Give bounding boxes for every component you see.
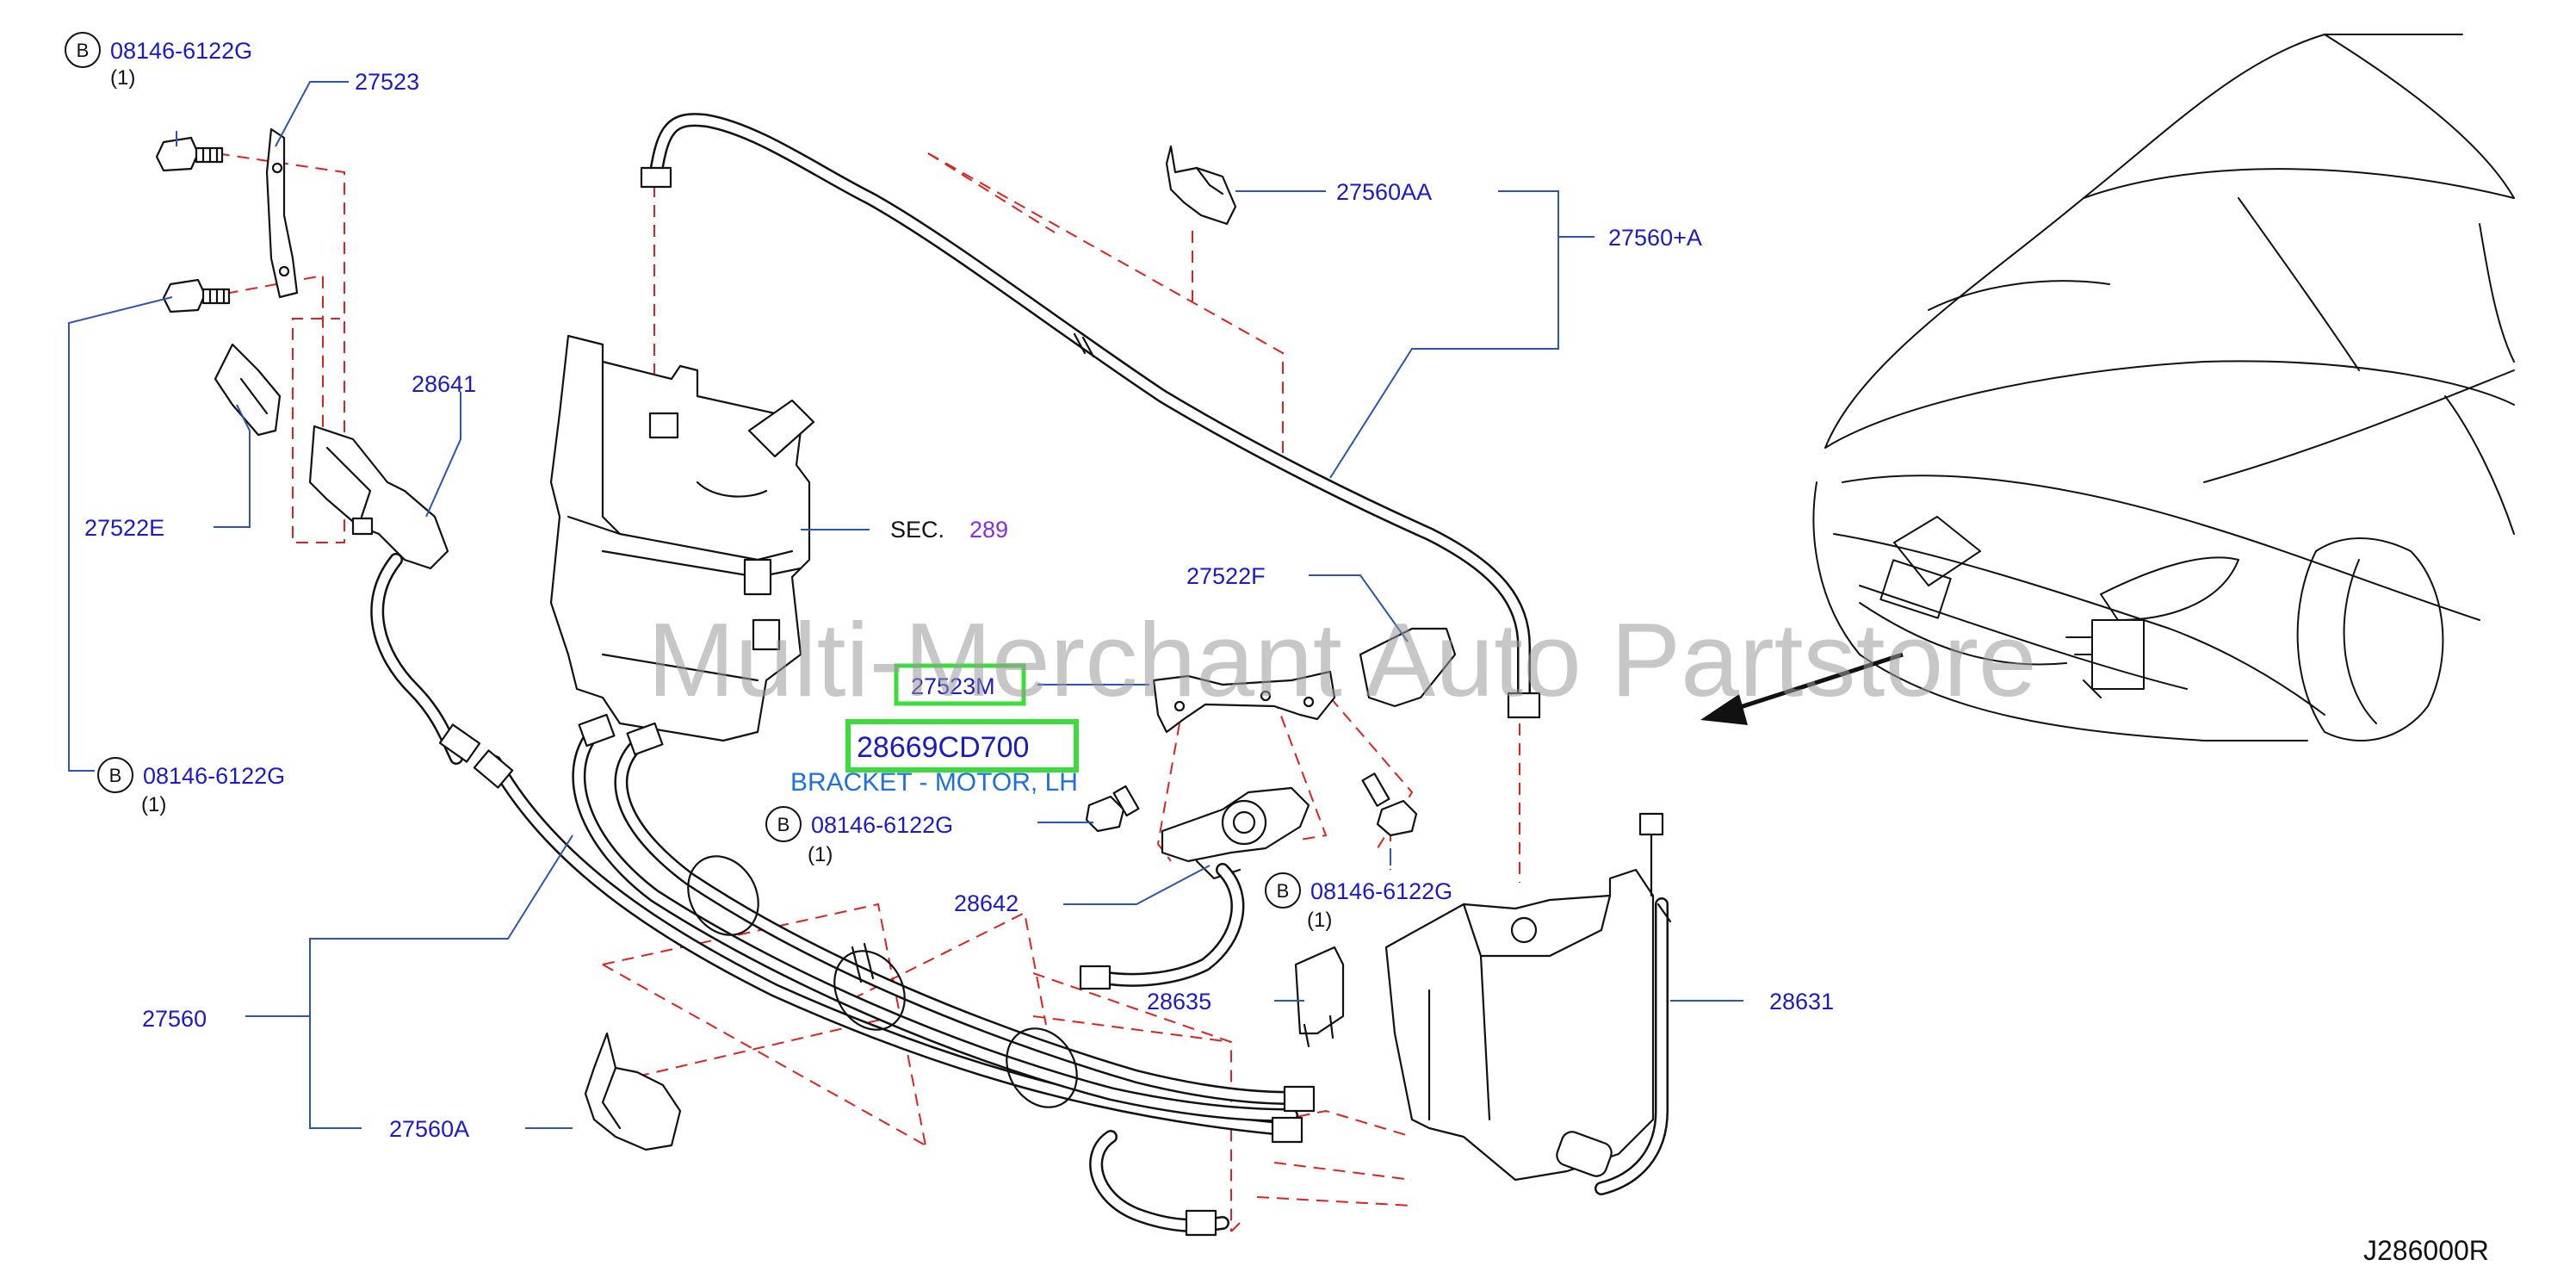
quantity-label: (1) (110, 66, 135, 90)
part-label-27560a-plus[interactable]: 27560+A (1608, 225, 1702, 251)
badge-circle (65, 32, 101, 68)
sensor-28631-icon (1595, 812, 1672, 1195)
part-label-28642[interactable]: 28642 (954, 890, 1019, 916)
part-label-28631[interactable]: 28631 (1769, 989, 1834, 1014)
highlighted-part-description: BRACKET - MOTOR, LH (790, 768, 1078, 797)
clip-27560aa-icon (1165, 145, 1237, 226)
clip-27560a-icon (584, 1032, 682, 1151)
direction-arrow (1700, 652, 1904, 725)
highlight-box (845, 719, 1079, 772)
watermark: Multi-Merchant Auto Partstore (647, 601, 2037, 718)
badge-letter: B (77, 40, 90, 61)
part-number-label[interactable]: 08146-6122G (143, 763, 285, 789)
part-label-27522e[interactable]: 27522E (84, 515, 164, 541)
part-label-27560[interactable]: 27560 (142, 1006, 207, 1032)
callout-bolt-top: B 08146-6122G (1) (65, 32, 252, 90)
bracket-28635-icon (1294, 946, 1345, 1048)
highlight-box (894, 663, 1026, 706)
quantity-label: (1) (1307, 909, 1332, 932)
highlight-27523m[interactable]: 27523M (894, 663, 1026, 706)
bracket-27523m-icon (1152, 670, 1336, 734)
bolt-center-icon (1085, 785, 1140, 833)
part-number-label[interactable]: 08146-6122G (110, 38, 252, 64)
highlighted-part-number[interactable]: 28669CD700 (857, 731, 1029, 764)
highlight-selected-part[interactable]: 28669CD700 BRACKET - MOTOR, LH (790, 719, 1079, 797)
leader-lines (68, 81, 1743, 1129)
reservoir-tank-icon (549, 334, 815, 742)
diagram-reference-code: J286000R (2363, 1235, 2489, 1266)
part-label-27522f[interactable]: 27522F (1186, 563, 1266, 589)
car-illustration (1812, 34, 2515, 741)
callout-bolt-center: B 08146-6122G (1) (765, 806, 953, 866)
badge-circle (765, 806, 802, 842)
badge-circle (1265, 872, 1301, 909)
nozzle-hose (370, 553, 481, 765)
part-number-label[interactable]: 08146-6122G (811, 812, 953, 838)
badge-letter: B (1277, 880, 1290, 902)
badge-circle (97, 757, 133, 793)
hose-bundle-27560 (473, 713, 1316, 1237)
callout-bolt-right: B 08146-6122G (1) (1265, 872, 1452, 932)
reservoir-28631-icon (1384, 868, 1655, 1182)
part-number-label[interactable]: 08146-6122G (1310, 878, 1452, 904)
nozzle-28641-icon (308, 425, 449, 570)
quantity-label: (1) (141, 793, 166, 816)
quantity-label: (1) (808, 843, 833, 866)
part-label-27560a[interactable]: 27560A (389, 1116, 469, 1142)
cap-27522e-icon (214, 343, 282, 437)
motor-hose (1079, 863, 1245, 990)
bolt-left-icon (162, 278, 231, 313)
bolt-top-icon (155, 136, 224, 172)
bracket-27523-icon (265, 127, 299, 299)
part-label-27523[interactable]: 27523 (355, 69, 419, 95)
hose-27560a-upper (640, 113, 1541, 719)
cap-27522f-icon (1359, 627, 1457, 708)
badge-letter: B (109, 765, 122, 786)
part-label-28641[interactable]: 28641 (412, 371, 476, 397)
motor-28642-icon (1161, 786, 1310, 880)
part-label-28635[interactable]: 28635 (1147, 989, 1211, 1014)
bolt-right-icon (1361, 772, 1418, 837)
part-label-27560aa[interactable]: 27560AA (1336, 179, 1432, 205)
section-label: SEC. (890, 517, 944, 543)
callout-section-ref: SEC. 289 (890, 517, 1008, 543)
section-number-link[interactable]: 289 (969, 517, 1008, 543)
badge-letter: B (777, 814, 790, 835)
part-label-27523m[interactable]: 27523M (911, 673, 995, 699)
callout-bolt-left: B 08146-6122G (1) (97, 757, 285, 816)
